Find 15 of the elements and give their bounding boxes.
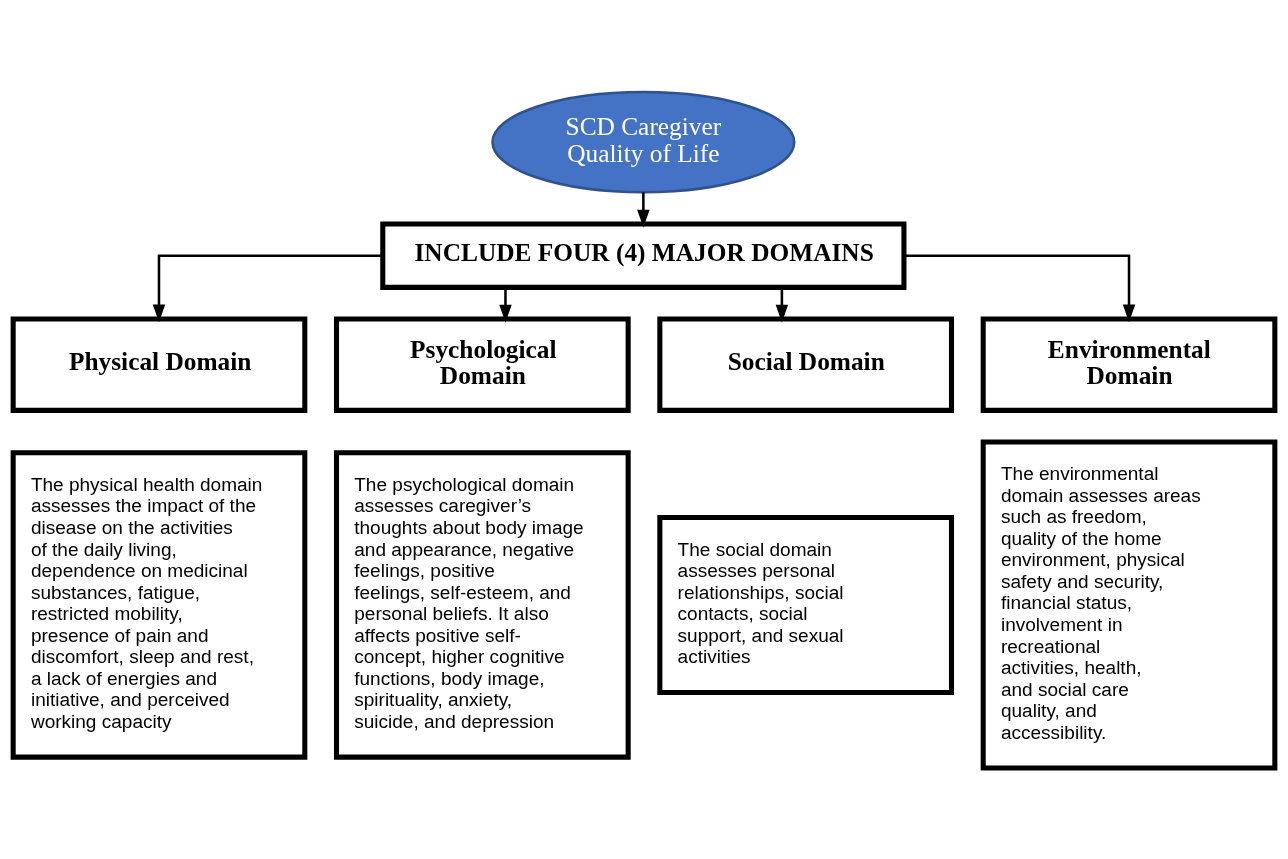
node-box: INCLUDE FOUR (4) MAJOR DOMAINS xyxy=(380,220,907,290)
arrow xyxy=(499,287,512,322)
arrow xyxy=(775,287,789,322)
arrow xyxy=(903,253,1136,322)
arrow xyxy=(152,253,383,322)
arrow xyxy=(637,191,650,228)
node-box: The physical health domain assesses the impact of the disease on the activities of the daily living, dependence on medicinal substances, fatigue, restricted mobility, presence of pain and discomfort, sleep and rest, a lack of energies and initiative, and perceived working capacity xyxy=(10,449,308,760)
node-box: Psychological Domain xyxy=(333,316,631,413)
node-box: Environmental Domain xyxy=(980,316,1278,413)
node-box: Social Domain xyxy=(657,316,955,413)
node-box: The social domain assesses personal relationships, social contacts, social support, and sexual activities xyxy=(657,514,955,695)
node-box: The psychological domain assesses caregiver’s thoughts about body image and appearance, negative feelings, positive feelings, self-esteem, and personal beliefs. It also affects positive self-concept, higher cognitive functions, body image, spirituality, anxiety, suicide, and depression xyxy=(333,449,631,760)
node-box: Physical Domain xyxy=(10,316,308,413)
node-ellipse: SCD Caregiver Quality of Life xyxy=(491,90,796,193)
node-box: The environmental domain assesses areas such as freedom, quality of the home environment, physical safety and security, financial status, involvement in recreational activities, health, and social care quality, and accessibility. xyxy=(980,439,1278,770)
